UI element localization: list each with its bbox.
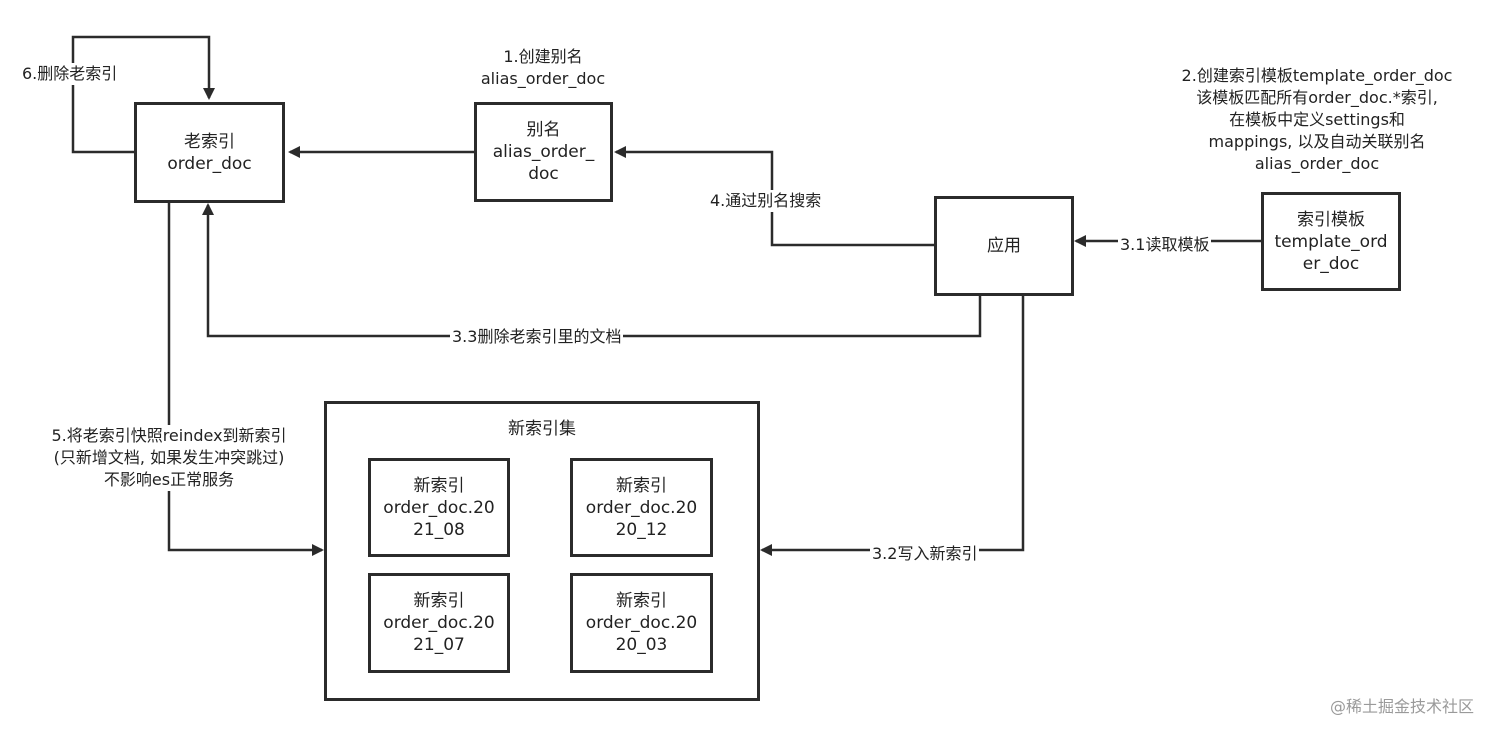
new-index-name-line1: order_doc.20 <box>383 497 495 518</box>
label-step4: 4.通过别名搜索 <box>708 190 824 212</box>
template-title: 索引模板 <box>1297 209 1365 230</box>
old-index-title: 老索引 <box>184 131 235 152</box>
label-step5-line3: 不影响es正常服务 <box>103 470 235 489</box>
label-step1-line1: 1.创建别名 <box>503 47 583 66</box>
loop-delete-old-index <box>71 35 215 154</box>
label-step5-line1: 5.将老索引快照reindex到新索引 <box>51 426 287 445</box>
label-step1-line2: alias_order_doc <box>480 69 606 88</box>
new-index-title: 新索引 <box>616 591 667 611</box>
label-step2-line2: 该模板匹配所有order_doc.*索引, <box>1196 88 1438 107</box>
new-index-name-line2: 20_03 <box>615 635 668 655</box>
arrow-reindex <box>167 203 324 556</box>
label-step2: 2.创建索引模板template_order_doc 该模板匹配所有order_… <box>1180 65 1454 175</box>
label-step2-line1: 2.创建索引模板template_order_doc <box>1181 66 1453 85</box>
new-index-name-line2: 21_07 <box>413 635 465 655</box>
label-step6: 6.删除老索引 <box>20 63 120 85</box>
new-index-name-line1: order_doc.20 <box>585 497 698 518</box>
alias-title: 别名 <box>526 120 561 140</box>
label-step3-2: 3.2写入新索引 <box>870 543 980 565</box>
watermark: @稀土掘金技术社区 <box>1330 697 1475 716</box>
template-name-line1: template_ord <box>1274 231 1388 252</box>
new-index-name-line2: 20_12 <box>615 519 668 540</box>
label-step3-1: 3.1读取模板 <box>1118 234 1212 256</box>
label-step3-3: 3.3删除老索引里的文档 <box>450 326 624 348</box>
label-step2-line4: mappings, 以及自动关联别名 <box>1208 132 1426 151</box>
arrow-delete-docs <box>202 203 982 338</box>
template-name-line2: er_doc <box>1302 253 1360 274</box>
app-title: 应用 <box>987 236 1021 256</box>
new-index-title: 新索引 <box>616 475 667 496</box>
app-box: 应用 <box>934 196 1074 296</box>
label-step5-line2: (只新增文档, 如果发生冲突跳过) <box>53 448 285 467</box>
alias-name-line2: doc <box>528 164 559 184</box>
label-step2-line3: 在模板中定义settings和 <box>1229 110 1405 129</box>
new-index-name-line1: order_doc.20 <box>585 613 698 633</box>
arrow-write-new <box>760 292 1025 556</box>
label-step2-line5: alias_order_doc <box>1254 154 1380 173</box>
new-index-name-line1: order_doc.20 <box>383 613 495 633</box>
new-index-title: 新索引 <box>413 475 465 496</box>
label-step1: 1.创建别名 alias_order_doc <box>470 46 616 90</box>
alias-name-line1: alias_order_ <box>492 142 595 162</box>
old-index-name: order_doc <box>167 153 252 174</box>
new-index-set-title: 新索引集 <box>508 419 576 439</box>
new-index-title: 新索引 <box>413 591 465 611</box>
new-index-name-line2: 21_08 <box>413 519 465 540</box>
label-step5: 5.将老索引快照reindex到新索引 (只新增文档, 如果发生冲突跳过) 不影… <box>24 425 314 491</box>
